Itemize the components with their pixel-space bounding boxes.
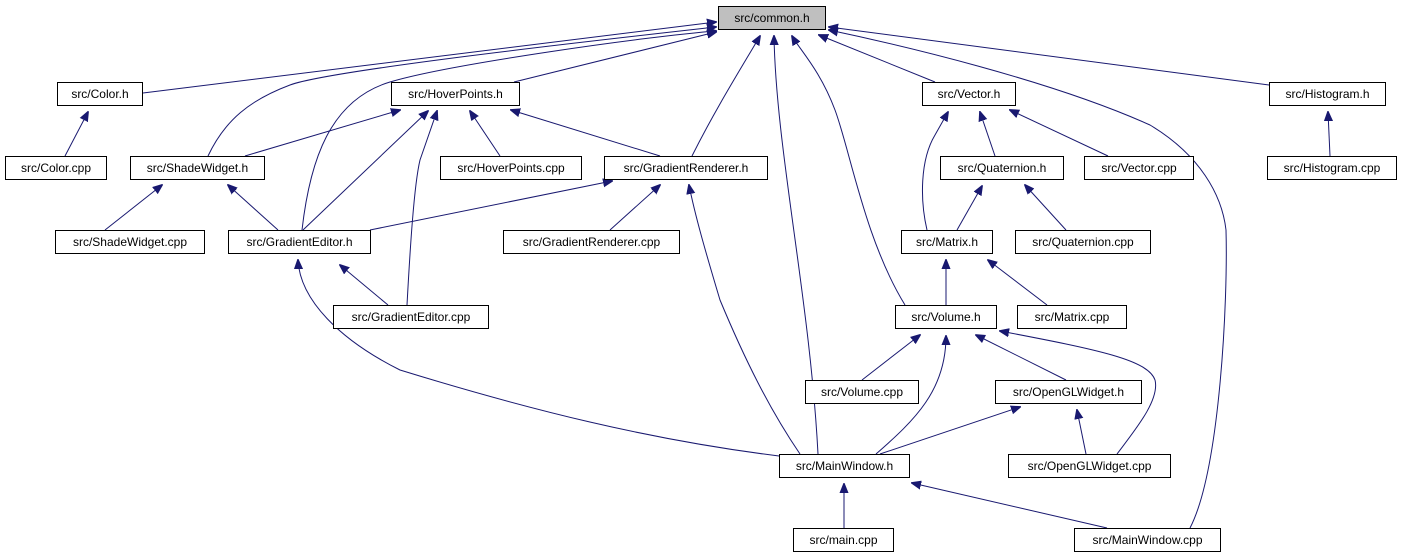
- edge-histogram-h-to-common-h: [829, 27, 1270, 86]
- edge-gradienteditor-cpp-to-hoverpoints-h: [406, 111, 437, 306]
- node-vector-cpp[interactable]: src/Vector.cpp: [1084, 156, 1194, 180]
- edge-quaternion-cpp-to-quaternion-h: [1025, 185, 1067, 231]
- edge-shadewidget-h-to-common-h: [207, 27, 716, 157]
- node-volume-h[interactable]: src/Volume.h: [895, 305, 997, 329]
- node-mainwindow-cpp[interactable]: src/MainWindow.cpp: [1074, 528, 1221, 552]
- edge-mainwindow-h-to-volume-h: [875, 336, 946, 455]
- edge-color-h-to-common-h: [142, 22, 716, 94]
- edge-mainwindow-h-to-gradienteditor-h: [298, 260, 780, 457]
- node-volume-cpp[interactable]: src/Volume.cpp: [805, 380, 919, 404]
- edge-shadewidget-cpp-to-shadewidget-h: [104, 185, 162, 231]
- edge-gradientrenderer-h-to-common-h: [691, 36, 760, 157]
- edge-gradientrenderer-cpp-to-gradientrenderer-h: [609, 185, 660, 231]
- node-quaternion-h[interactable]: src/Quaternion.h: [940, 156, 1064, 180]
- edge-gradienteditor-h-to-common-h: [301, 31, 716, 231]
- node-main-cpp[interactable]: src/main.cpp: [793, 528, 894, 552]
- node-gradientrenderer-h[interactable]: src/GradientRenderer.h: [604, 156, 768, 180]
- edge-volume-cpp-to-volume-h: [861, 335, 920, 381]
- node-openglwidget-h[interactable]: src/OpenGLWidget.h: [995, 380, 1142, 404]
- edge-volume-h-to-common-h: [792, 36, 906, 306]
- edge-mainwindow-cpp-to-common-h: [829, 30, 1227, 529]
- node-shadewidget-cpp[interactable]: src/ShadeWidget.cpp: [55, 230, 205, 254]
- node-matrix-cpp[interactable]: src/Matrix.cpp: [1017, 305, 1127, 329]
- edge-gradienteditor-h-to-shadewidget-h: [228, 185, 279, 231]
- edge-openglwidget-cpp-to-openglwidget-h: [1077, 410, 1087, 455]
- node-color-cpp[interactable]: src/Color.cpp: [5, 156, 107, 180]
- edge-matrix-h-to-quaternion-h: [956, 186, 982, 231]
- node-histogram-cpp[interactable]: src/Histogram.cpp: [1267, 156, 1397, 180]
- edge-vector-h-to-common-h: [819, 35, 936, 83]
- edge-mainwindow-h-to-openglwidget-h: [879, 407, 1020, 455]
- edge-openglwidget-h-to-volume-h: [976, 335, 1067, 381]
- edge-matrix-cpp-to-matrix-h: [988, 260, 1048, 306]
- node-vector-h[interactable]: src/Vector.h: [922, 82, 1016, 106]
- node-shadewidget-h[interactable]: src/ShadeWidget.h: [130, 156, 265, 180]
- node-quaternion-cpp[interactable]: src/Quaternion.cpp: [1015, 230, 1151, 254]
- node-gradienteditor-cpp[interactable]: src/GradientEditor.cpp: [333, 305, 489, 329]
- edge-hoverpoints-cpp-to-hoverpoints-h: [470, 111, 501, 157]
- node-hoverpoints-cpp[interactable]: src/HoverPoints.cpp: [440, 156, 582, 180]
- node-gradienteditor-h[interactable]: src/GradientEditor.h: [228, 230, 371, 254]
- edge-mainwindow-h-to-gradientrenderer-h: [689, 185, 801, 455]
- node-hoverpoints-h[interactable]: src/HoverPoints.h: [391, 82, 520, 106]
- node-matrix-h[interactable]: src/Matrix.h: [901, 230, 993, 254]
- edge-matrix-h-to-vector-h: [921, 112, 948, 231]
- edge-gradienteditor-h-to-hoverpoints-h: [302, 111, 428, 231]
- node-common-h[interactable]: src/common.h: [718, 6, 826, 30]
- edge-quaternion-h-to-vector-h: [980, 112, 996, 157]
- edge-mainwindow-cpp-to-mainwindow-h: [912, 483, 1108, 529]
- edge-hoverpoints-h-to-common-h: [513, 32, 716, 83]
- node-color-h[interactable]: src/Color.h: [57, 82, 143, 106]
- node-openglwidget-cpp[interactable]: src/OpenGLWidget.cpp: [1008, 454, 1171, 478]
- edge-color-cpp-to-color-h: [64, 112, 88, 157]
- edge-gradienteditor-cpp-to-gradienteditor-h: [340, 265, 389, 306]
- node-mainwindow-h[interactable]: src/MainWindow.h: [779, 454, 910, 478]
- node-histogram-h[interactable]: src/Histogram.h: [1269, 82, 1386, 106]
- edge-histogram-cpp-to-histogram-h: [1328, 112, 1330, 157]
- edge-shadewidget-h-to-hoverpoints-h: [244, 110, 400, 157]
- edge-vector-cpp-to-vector-h: [1010, 110, 1109, 157]
- edge-gradientrenderer-h-to-hoverpoints-h: [511, 110, 661, 157]
- edge-gradienteditor-h-to-gradientrenderer-h: [369, 181, 612, 231]
- node-gradientrenderer-cpp[interactable]: src/GradientRenderer.cpp: [503, 230, 680, 254]
- edge-openglwidget-cpp-to-volume-h: [1000, 331, 1157, 455]
